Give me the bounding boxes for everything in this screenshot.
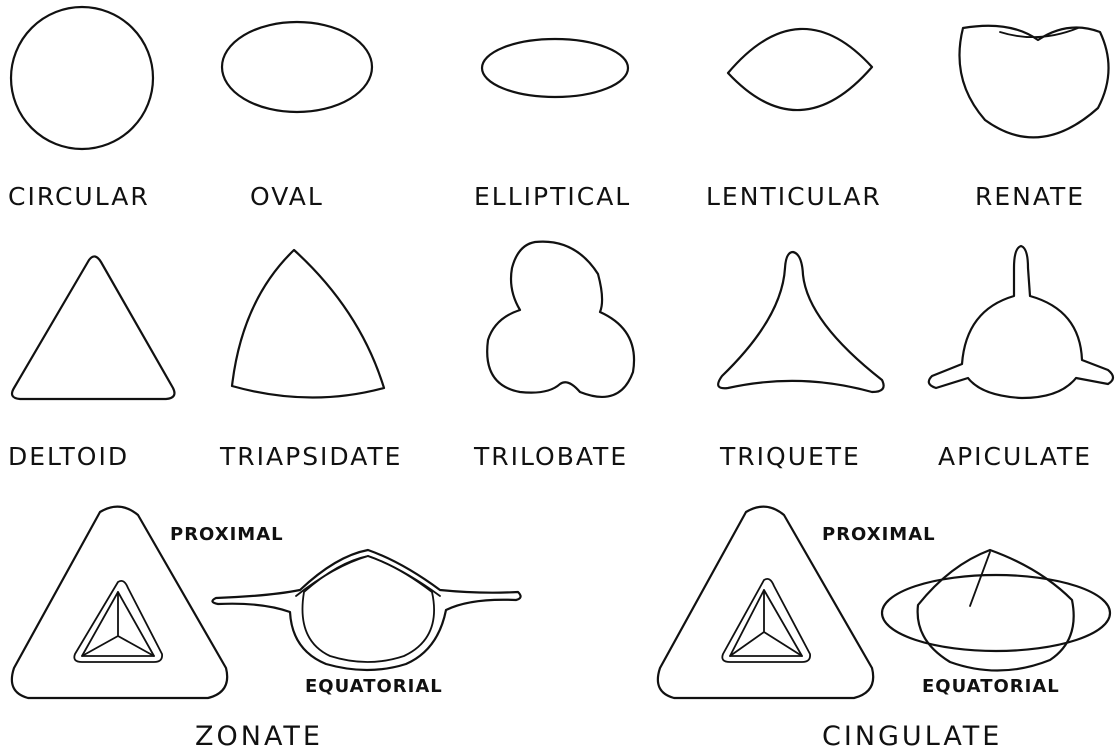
deltoid-shape: [12, 256, 174, 399]
cingulate-proximal-label: PROXIMAL: [822, 524, 936, 545]
triapsidate-shape: [232, 250, 384, 398]
cingulate-equatorial-label: EQUATORIAL: [922, 676, 1060, 697]
cingulate-equatorial-ray: [970, 552, 990, 606]
elliptical-shape: [482, 39, 628, 97]
zonate-equatorial-flange: [212, 550, 520, 670]
zonate-equatorial-label: EQUATORIAL: [305, 676, 443, 697]
cingulate-equatorial-body: [918, 550, 1074, 671]
lenticular-label: LENTICULAR: [706, 182, 882, 211]
elliptical-label: ELLIPTICAL: [474, 182, 631, 211]
triapsidate-label: TRIAPSIDATE: [219, 442, 402, 471]
lenticular-shape: [728, 29, 872, 110]
renate-shape: [959, 26, 1108, 138]
apiculate-shape: [929, 246, 1113, 398]
circular-label: CIRCULAR: [8, 182, 150, 211]
apiculate-label: APICULATE: [938, 442, 1092, 471]
triquete-label: TRIQUETE: [719, 442, 861, 471]
circular-shape: [11, 7, 153, 149]
zonate-proximal-label: PROXIMAL: [170, 524, 284, 545]
cingulate-title: CINGULATE: [822, 721, 1002, 752]
deltoid-label: DELTOID: [8, 442, 129, 471]
cingulate-proximal-inner: [722, 579, 810, 662]
oval-shape: [222, 22, 372, 112]
trilobate-shape: [487, 242, 634, 397]
cingulate-equatorial-girdle: [882, 575, 1110, 651]
renate-label: RENATE: [975, 182, 1085, 211]
zonate-title: ZONATE: [195, 721, 323, 752]
oval-label: OVAL: [250, 182, 324, 211]
triquete-shape: [718, 252, 883, 392]
trilobate-label: TRILOBATE: [473, 442, 628, 471]
